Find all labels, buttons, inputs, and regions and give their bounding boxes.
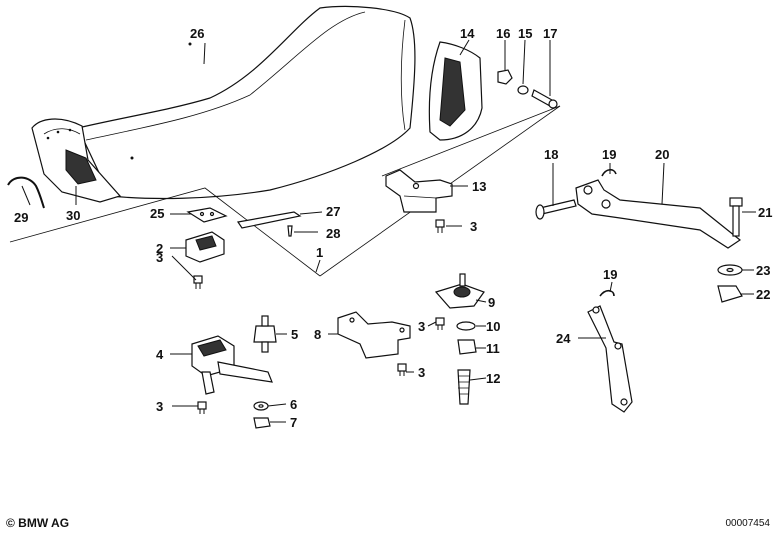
washer-6[interactable] — [253, 401, 269, 411]
nut-22[interactable] — [717, 285, 743, 303]
label-3-a: 3 — [156, 250, 163, 265]
screw-3-e[interactable] — [435, 317, 445, 330]
label-12: 12 — [486, 371, 500, 386]
seat-shell-end[interactable] — [31, 118, 122, 203]
label-25: 25 — [150, 206, 164, 221]
seat-shell[interactable] — [77, 5, 416, 200]
copyright-text: © BMW AG — [6, 516, 70, 530]
rubber-mount-5[interactable] — [253, 315, 277, 353]
diagram-id: 00007454 — [725, 518, 771, 529]
label-20: 20 — [655, 147, 669, 162]
strut-20[interactable] — [575, 179, 742, 249]
label-5: 5 — [291, 327, 298, 342]
clip-19-lower[interactable] — [599, 289, 615, 297]
bolt-21[interactable] — [729, 197, 743, 237]
rubber-mount-2[interactable] — [185, 231, 225, 263]
mount-9[interactable] — [434, 273, 485, 309]
screw-3-b[interactable] — [435, 219, 445, 233]
screw-28[interactable] — [287, 225, 293, 237]
label-9: 9 — [488, 295, 495, 310]
washer-10[interactable] — [456, 321, 476, 331]
label-29: 29 — [14, 210, 28, 225]
label-7: 7 — [290, 415, 297, 430]
bracket-13[interactable] — [385, 169, 453, 213]
seat-guard[interactable] — [428, 41, 483, 141]
label-30: 30 — [66, 208, 80, 223]
label-18: 18 — [544, 147, 558, 162]
label-3-d: 3 — [418, 365, 425, 380]
strap-27[interactable] — [236, 211, 302, 229]
wire-strap[interactable] — [7, 176, 45, 209]
bolt-18[interactable] — [535, 199, 577, 220]
nut-7[interactable] — [253, 417, 271, 429]
label-21: 21 — [758, 205, 772, 220]
label-24: 24 — [556, 331, 571, 346]
label-3-c: 3 — [156, 399, 163, 414]
callout-labels: 26 14 16 15 17 29 30 25 2 3 27 28 1 13 3… — [14, 26, 772, 430]
label-15: 15 — [518, 26, 532, 41]
label-10: 10 — [486, 319, 500, 334]
leader-lines — [21, 39, 756, 423]
label-11: 11 — [486, 341, 500, 356]
threaded-rod-12[interactable] — [457, 369, 471, 405]
washer-23[interactable] — [717, 264, 743, 276]
label-3-b: 3 — [470, 219, 477, 234]
label-6: 6 — [290, 397, 297, 412]
label-28: 28 — [326, 226, 340, 241]
lever-24[interactable] — [587, 305, 633, 413]
label-19-a: 19 — [602, 147, 616, 162]
label-14: 14 — [460, 26, 475, 41]
label-19-b: 19 — [603, 267, 617, 282]
washer-15[interactable] — [517, 85, 529, 95]
bearing-4[interactable] — [191, 335, 273, 395]
label-2: 2 — [156, 241, 163, 256]
label-16: 16 — [496, 26, 510, 41]
screw-3-a[interactable] — [193, 275, 203, 289]
clip-19-upper[interactable] — [601, 168, 617, 177]
label-22: 22 — [756, 287, 770, 302]
screw-3-d[interactable] — [397, 363, 407, 376]
label-26: 26 — [190, 26, 204, 41]
bolt-17[interactable] — [531, 89, 558, 109]
nut-16[interactable] — [497, 69, 513, 85]
label-3-e: 3 — [418, 319, 425, 334]
label-4: 4 — [156, 347, 164, 362]
label-27: 27 — [326, 204, 340, 219]
nut-11[interactable] — [457, 339, 477, 355]
label-8: 8 — [314, 327, 321, 342]
label-13: 13 — [472, 179, 486, 194]
label-17: 17 — [543, 26, 557, 41]
screw-3-c[interactable] — [197, 401, 207, 414]
plate-25[interactable] — [186, 207, 228, 223]
label-23: 23 — [756, 263, 770, 278]
bracket-8[interactable] — [337, 311, 411, 359]
label-1: 1 — [316, 245, 323, 260]
